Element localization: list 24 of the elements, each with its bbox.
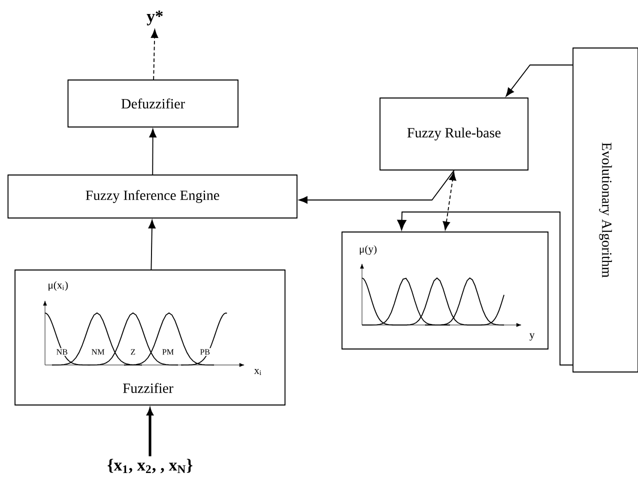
arrow: [149, 128, 156, 175]
axis-label: μ(y): [360, 245, 377, 255]
process-box: Fuzzy Rule-base: [380, 98, 528, 170]
arrow: [298, 170, 454, 204]
axis-label: x$_{i}$: [254, 369, 262, 375]
box-title: Fuzzifier: [123, 382, 174, 393]
process-box: Defuzzifier: [68, 80, 238, 128]
term-label: Z: [129, 348, 137, 356]
term-label: PB: [198, 348, 212, 356]
arrow: [148, 220, 156, 270]
term-label: NB: [55, 348, 69, 356]
process-box: Fuzzy Inference Engine: [8, 174, 298, 218]
arrow: [146, 408, 154, 456]
arrow: [397, 212, 573, 366]
term-label: NM: [90, 348, 106, 356]
arrow: [506, 64, 573, 97]
output-label: y*: [146, 10, 163, 26]
axis-label: μ(x$_{i}$): [48, 281, 68, 291]
arrow: [442, 172, 456, 230]
input-label: {x$_{1}$, x$_{2}$, , x$_{N}$}: [108, 458, 192, 474]
process-box: Evolutionary Algorithm: [572, 48, 638, 372]
arrow: [150, 29, 158, 80]
term-label: PM: [160, 348, 176, 356]
axis-label: y: [530, 333, 535, 341]
